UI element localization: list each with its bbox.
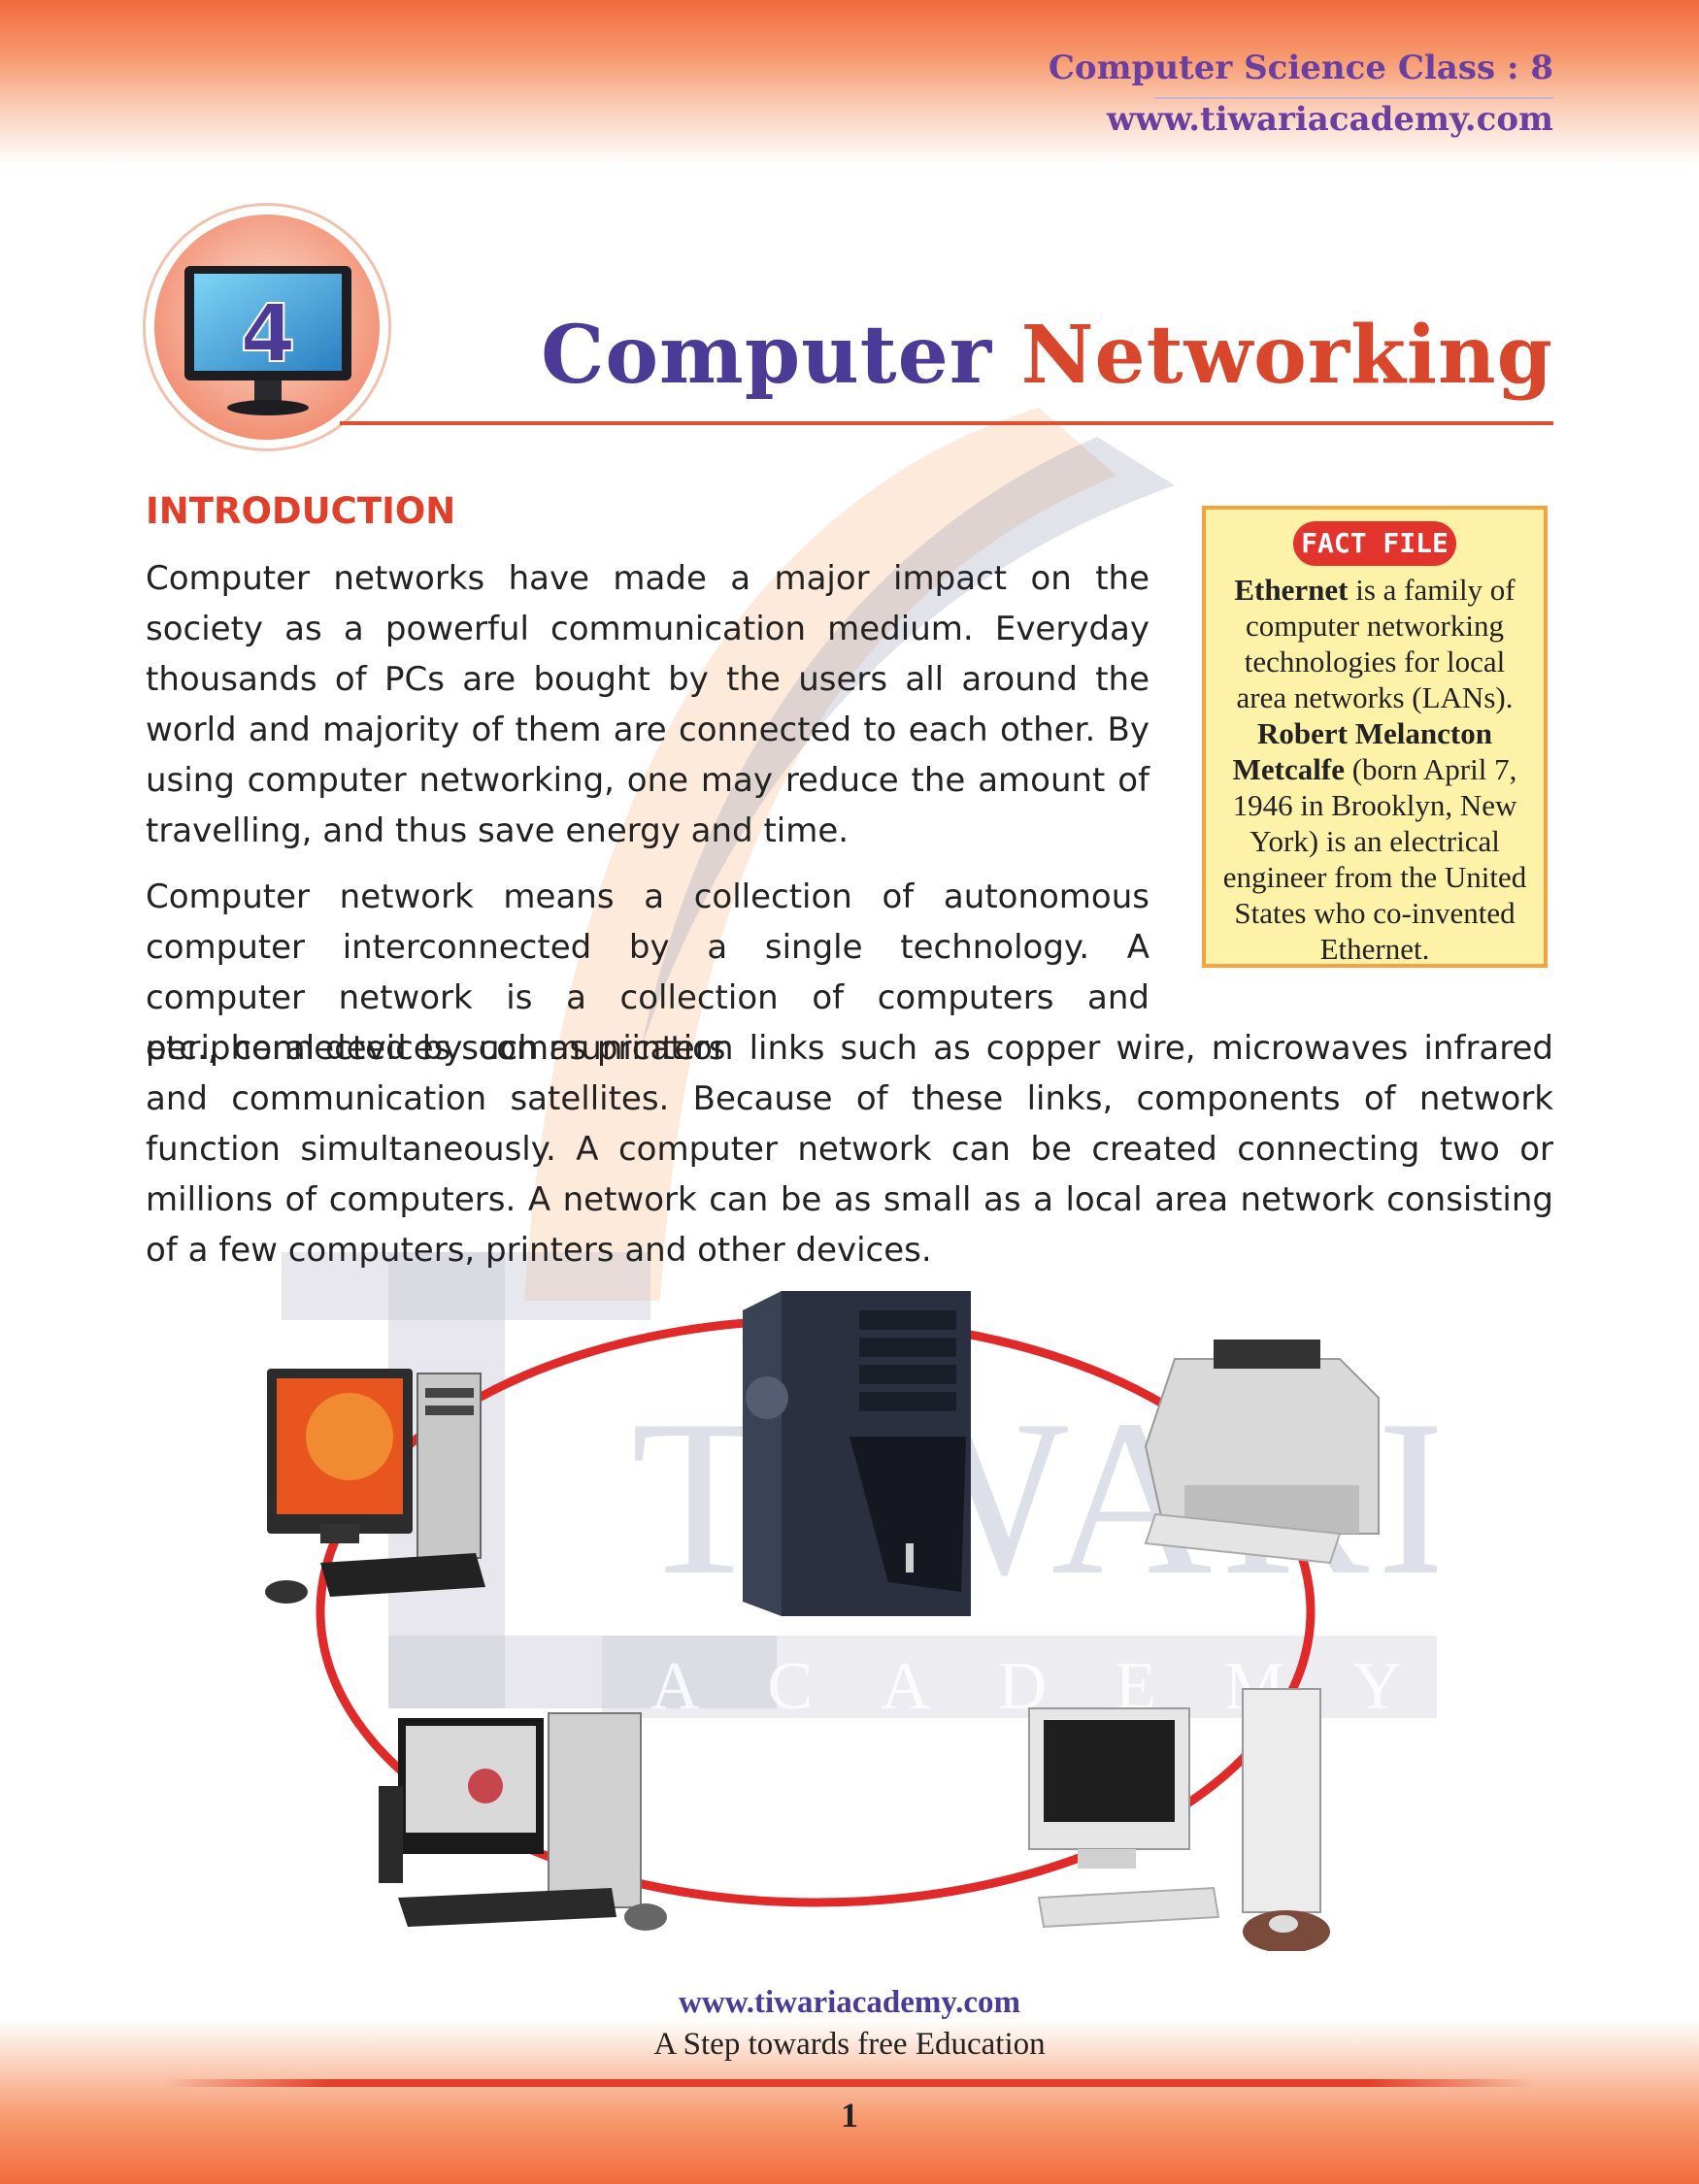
fact-term-ethernet: Ethernet (1234, 573, 1349, 607)
intro-paragraph-2b: etc., connected by communication links s… (146, 1029, 1553, 1270)
desktop-computer-icon (265, 1369, 485, 1604)
watermark-swoosh (524, 408, 1175, 1301)
header-separator (1155, 97, 1553, 99)
page-number: 1 (841, 2096, 858, 2134)
header-band (0, 0, 1699, 165)
chapter-title: Computer Networking (541, 309, 1553, 402)
fact-text-ethernet: is a family of computer networking techn… (1236, 573, 1516, 714)
fact-text-metcalfe: (born April 7, 1946 in Brooklyn, New Yor… (1222, 752, 1527, 966)
fact-file-box: FACT FILE Ethernet is a family of comput… (1202, 506, 1548, 968)
monitor-icon: 4 (154, 215, 380, 440)
title-underline (340, 421, 1553, 425)
header-website[interactable]: www.tiwariacademy.com (1106, 100, 1553, 139)
chapter-title-word2: Networking (1020, 309, 1553, 402)
tower-server-icon (743, 1291, 971, 1616)
network-diagram (265, 1291, 1380, 1951)
intro-paragraph-2a: Computer network means a collection of a… (146, 877, 1149, 1068)
printer-icon (1144, 1340, 1380, 1565)
fact-file-label: FACT FILE (1293, 521, 1456, 566)
footer-tagline: A Step towards free Education (653, 2027, 1046, 2062)
footer-rule (165, 2079, 1534, 2087)
chapter-badge: 4 (146, 206, 388, 448)
fact-term-metcalfe: Robert Melancton Metcalfe (1232, 716, 1492, 786)
section-heading: INTRODUCTION (146, 490, 456, 532)
chapter-number: 4 (240, 288, 295, 381)
desktop-computer-icon-2 (379, 1712, 667, 1931)
header-class-line: Computer Science Class : 8 (1048, 49, 1553, 87)
chapter-title-word1: Computer (541, 309, 993, 402)
footer-band (0, 2019, 1699, 2184)
intro-paragraph-1: Computer networks have made a major impa… (146, 559, 1149, 850)
desktop-computer-icon-3 (1028, 1688, 1330, 1951)
footer-website[interactable]: www.tiwariacademy.com (679, 1985, 1020, 2020)
fact-file-text: Ethernet is a family of computer network… (1219, 572, 1530, 967)
